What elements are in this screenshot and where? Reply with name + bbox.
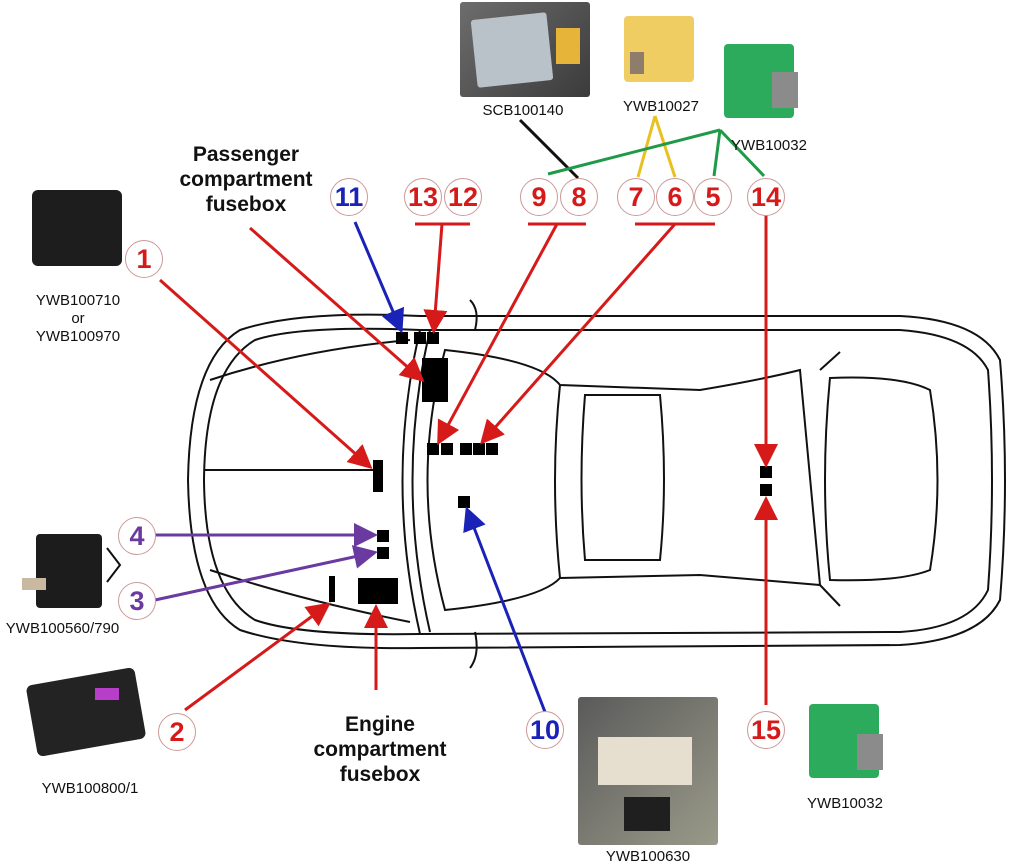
marker-6: 6 [656,178,694,216]
title-line: fusebox [339,763,421,786]
marker-10: 10 [526,711,564,749]
part-label-ywb10027: YWB10027 [623,98,699,115]
photo-ywb100560 [18,528,108,618]
part-label-ywb10032-top: YWB10032 [731,137,807,154]
title-line: compartment [179,168,313,191]
photo-ywb100630 [578,697,718,845]
photo-ywb100710 [22,176,132,286]
part-label-line: YWB100710 [35,292,121,309]
marker-11: 11 [330,178,368,216]
title-line: fusebox [205,193,287,216]
marker-5: 5 [694,178,732,216]
engine-fusebox-label: Engine compartment fusebox [300,712,460,787]
component-markers [329,332,772,604]
photo-ywb10032-top [720,38,810,124]
part-label-ywb100630: YWB100630 [605,848,691,865]
part-label-ywb10032-bottom: YWB10032 [807,795,883,812]
car-outline [186,299,1006,669]
part-label-ywb100560: YWB100560/790 [5,620,120,637]
photo-scb100140 [460,2,590,97]
part-label-scb100140: SCB100140 [482,102,564,119]
title-line: Engine [344,713,415,736]
part-label-line: YWB100970 [35,328,121,345]
part-label-ywb100710: YWB100710 or YWB100970 [18,292,138,346]
marker-12: 12 [444,178,482,216]
photo-ywb100800 [25,668,155,768]
marker-1: 1 [125,240,163,278]
marker-8: 8 [560,178,598,216]
title-line: compartment [313,738,447,761]
leader-lines [106,115,778,713]
marker-14: 14 [747,178,785,216]
photo-ywb10027 [612,10,704,90]
marker-9: 9 [520,178,558,216]
marker-7: 7 [617,178,655,216]
marker-4: 4 [118,517,156,555]
part-label-ywb100800: YWB100800/1 [41,780,139,797]
part-label-line: or [71,310,85,327]
passenger-fusebox-label: Passenger compartment fusebox [166,142,326,217]
marker-2: 2 [158,713,196,751]
marker-15: 15 [747,711,785,749]
photo-ywb10032-bottom [805,698,895,792]
marker-3: 3 [118,582,156,620]
marker-13: 13 [404,178,442,216]
title-line: Passenger [192,143,300,166]
